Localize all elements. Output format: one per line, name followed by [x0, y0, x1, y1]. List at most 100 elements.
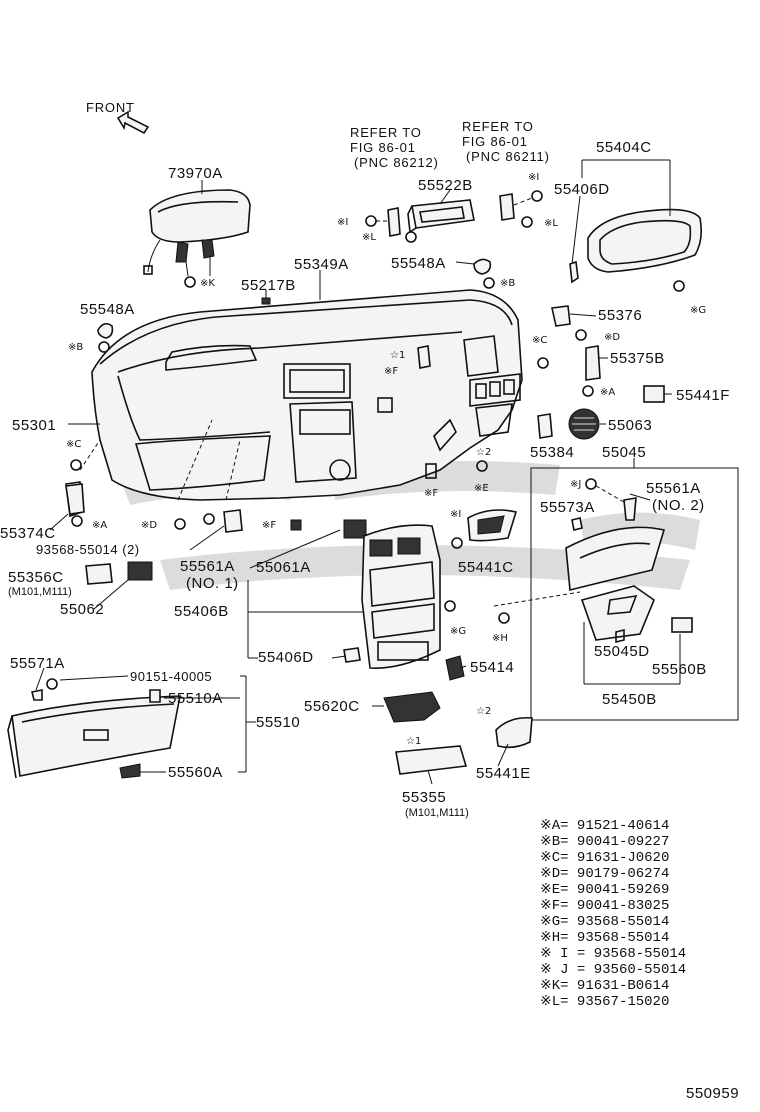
part-55441F-drawing [643, 385, 665, 403]
part-bracket-right [499, 190, 543, 228]
svg-text:REFER TO: REFER TO [462, 119, 534, 134]
label-55561A-no2: 55561A [646, 480, 701, 497]
label-73970A: 73970A [168, 165, 223, 182]
legend-row: ※ I = 93568-55014 [540, 946, 686, 962]
svg-text:※D: ※D [141, 520, 157, 531]
label-55561A-no1: 55561A [180, 558, 235, 575]
callout-symbols: ※K ※I ※L ※B ※B ※I ※L ※G ※D ※C ※A ☆1 ※F ※… [66, 172, 706, 747]
svg-text:※G: ※G [450, 626, 466, 637]
svg-text:※I: ※I [337, 217, 348, 228]
legend-row: ※B= 90041-09227 [540, 834, 669, 850]
label-55061A: 55061A [256, 559, 311, 576]
label-55063: 55063 [608, 417, 652, 434]
front-arrow-icon [116, 110, 150, 135]
part-55217B-drawing [261, 297, 271, 305]
svg-text:※F: ※F [262, 520, 276, 531]
part-labels: 73970A 55522B 55404C 55406D 55217B 55349… [0, 139, 729, 819]
label-no2: (NO. 2) [652, 497, 705, 514]
part-55510-drawing [7, 678, 181, 779]
svg-text:※G: ※G [690, 305, 706, 316]
front-indicator: FRONT [86, 100, 150, 135]
label-55406D-top: 55406D [554, 181, 610, 198]
svg-text:※A: ※A [600, 387, 615, 398]
part-bracket-left [365, 207, 417, 243]
svg-text:※C: ※C [66, 439, 81, 450]
part-55441E-drawing [495, 716, 533, 749]
part-55375B-drawing [582, 345, 601, 397]
label-55045: 55045 [602, 444, 646, 461]
part-55406D-mid-drawing [343, 647, 361, 663]
label-55384: 55384 [530, 444, 574, 461]
label-55414: 55414 [470, 659, 514, 676]
figure-number: 550959 [686, 1085, 739, 1102]
svg-text:※B: ※B [68, 342, 83, 353]
label-55560B: 55560B [652, 661, 707, 678]
label-55510A: 55510A [168, 690, 223, 707]
label-93568-55014: 93568-55014 (2) [36, 542, 140, 557]
label-55045D: 55045D [594, 643, 650, 660]
refer-note-left: REFER TO FIG 86-01 (PNC 86212) [350, 125, 439, 170]
part-55404C-drawing [569, 208, 702, 292]
part-55062-drawing [127, 561, 153, 581]
leader-lines [35, 159, 681, 785]
label-55355: 55355 [402, 789, 446, 806]
part-55384-drawing [537, 413, 553, 439]
part-55620C-drawing [383, 691, 441, 723]
svg-text:(PNC 86211): (PNC 86211) [466, 149, 550, 164]
part-55522B-drawing [407, 199, 475, 234]
svg-text:※J: ※J [570, 479, 581, 490]
legend-row: ※H= 93568-55014 [540, 930, 669, 946]
svg-text:※E: ※E [474, 483, 489, 494]
svg-text:※L: ※L [544, 218, 558, 229]
label-55441E: 55441E [476, 765, 531, 782]
svg-text:※F: ※F [424, 488, 438, 499]
legend-row: ※A= 91521-40614 [540, 818, 669, 834]
label-55217B: 55217B [241, 277, 296, 294]
refer-note-right: REFER TO FIG 86-01 (PNC 86211) [462, 119, 550, 164]
label-55441C: 55441C [458, 559, 514, 576]
front-label: FRONT [86, 100, 135, 115]
svg-text:※L: ※L [362, 232, 376, 243]
part-55063-drawing [568, 408, 600, 440]
label-55510: 55510 [256, 714, 300, 731]
fastener-legend: ※A= 91521-40614 ※B= 90041-09227 ※C= 9163… [540, 818, 686, 1010]
legend-row: ※F= 90041-83025 [540, 898, 669, 914]
part-55414-drawing [445, 655, 465, 681]
svg-text:※B: ※B [500, 278, 515, 289]
label-55406B: 55406B [174, 603, 229, 620]
label-90151-40005: 90151-40005 [130, 669, 212, 684]
svg-text:☆1: ☆1 [390, 350, 405, 361]
label-no1: (NO. 1) [186, 575, 239, 592]
svg-text:FIG 86-01: FIG 86-01 [350, 140, 416, 155]
part-55548A-left-drawing [97, 322, 114, 353]
part-55376-drawing [551, 305, 587, 341]
svg-text:(PNC 86212): (PNC 86212) [354, 155, 439, 170]
legend-row: ※C= 91631-J0620 [540, 850, 669, 866]
label-55406D-mid: 55406D [258, 649, 314, 666]
label-55571A: 55571A [10, 655, 65, 672]
label-55620C: 55620C [304, 698, 360, 715]
part-55548A-right-drawing [473, 258, 495, 289]
svg-text:REFER TO: REFER TO [350, 125, 422, 140]
label-55355-models: (M101,M111) [405, 807, 469, 819]
svg-text:※F: ※F [384, 366, 398, 377]
part-55356C-drawing [85, 563, 113, 585]
label-55374C: 55374C [0, 525, 56, 542]
label-55573A: 55573A [540, 499, 595, 516]
svg-text:※A: ※A [92, 520, 107, 531]
part-55406B-drawing [361, 524, 441, 669]
legend-row: ※K= 91631-B0614 [540, 978, 669, 994]
svg-text:※H: ※H [492, 633, 508, 644]
label-55301: 55301 [12, 417, 56, 434]
label-55356C: 55356C [8, 569, 64, 586]
label-55450B: 55450B [602, 691, 657, 708]
detail-box-55045 [493, 467, 739, 721]
svg-text:※I: ※I [528, 172, 539, 183]
part-73970A-drawing [143, 189, 251, 277]
legend-row: ※ J = 93560-55014 [540, 962, 686, 978]
part-55301-drawing [65, 289, 523, 531]
svg-text:※K: ※K [200, 278, 215, 289]
label-55062: 55062 [60, 601, 104, 618]
svg-text:※C: ※C [532, 335, 547, 346]
